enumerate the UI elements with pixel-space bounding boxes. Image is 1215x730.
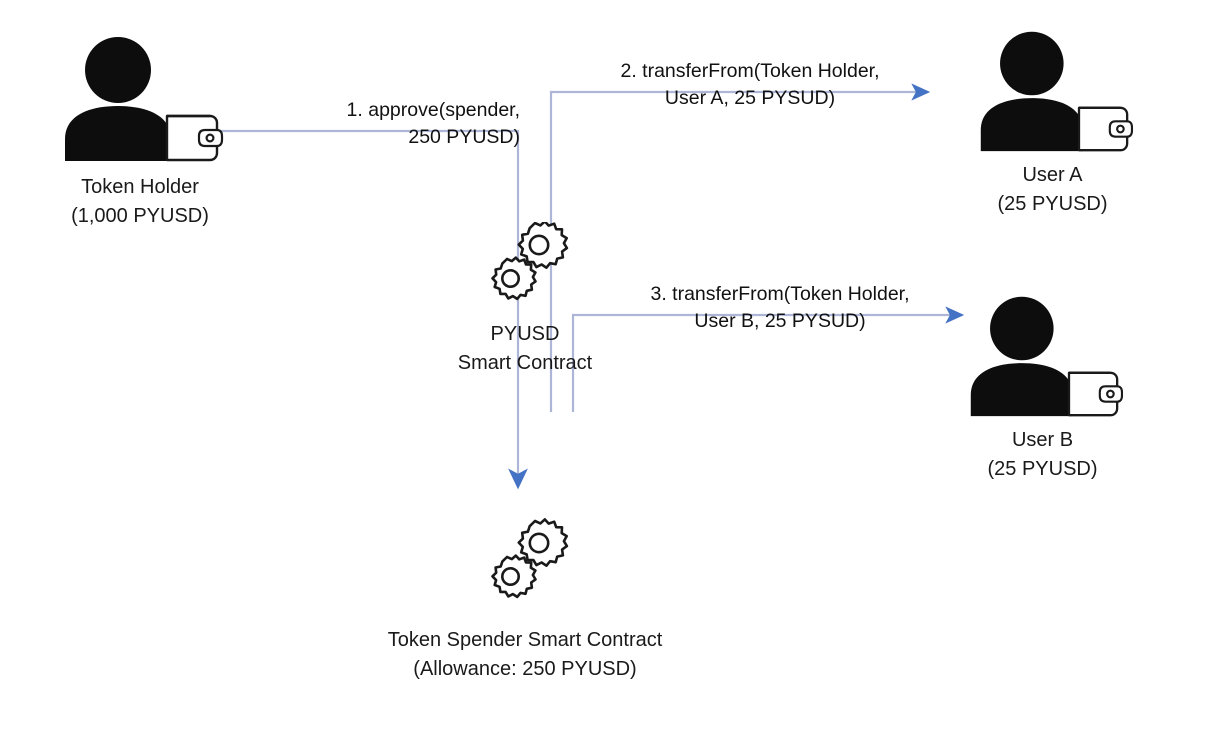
user-b-avatar [958, 290, 1128, 420]
wallet-icon [1077, 106, 1133, 152]
user-a-label-line2: (25 PYUSD) [997, 193, 1108, 215]
node-token-holder[interactable]: Token Holder (1,000 PYUSD) [35, 30, 245, 231]
wallet-icon [165, 114, 224, 162]
user-b-label: User B (25 PYUSD) [935, 426, 1150, 484]
edge-label-step3-line2: User B, 25 PYSUD) [694, 310, 866, 332]
gear-small-icon [491, 554, 537, 599]
user-a-label: User A (25 PYUSD) [945, 161, 1160, 219]
edge-label-step3: 3. transferFrom(Token Holder, User B, 25… [600, 281, 960, 335]
pyusd-contract-label-line1: PYUSD [490, 323, 560, 345]
pyusd-contract-gears [477, 220, 573, 314]
user-a-label-line1: User A [1022, 164, 1083, 186]
user-b-label-line2: (25 PYUSD) [987, 458, 1098, 480]
node-user-a[interactable]: User A (25 PYUSD) [945, 25, 1160, 219]
edge-label-step3-line1: 3. transferFrom(Token Holder, [650, 283, 910, 305]
token-holder-label-line1: Token Holder [81, 176, 199, 198]
edge-label-step2-line1: 2. transferFrom(Token Holder, [620, 60, 880, 82]
edge-label-step2: 2. transferFrom(Token Holder, User A, 25… [570, 58, 930, 112]
gears-icon [491, 518, 569, 599]
person-with-wallet-icon [980, 31, 1133, 152]
pyusd-contract-label-line2: Smart Contract [457, 352, 593, 374]
user-b-label-line1: User B [1011, 429, 1074, 451]
user-a-avatar [968, 25, 1138, 155]
person-with-wallet-icon [65, 37, 224, 162]
token-holder-avatar [55, 30, 225, 165]
spender-contract-label-line2: (Allowance: 250 PYUSD) [413, 658, 637, 680]
node-user-b[interactable]: User B (25 PYUSD) [935, 290, 1150, 484]
node-token-spender-smart-contract[interactable]: Token Spender Smart Contract (Allowance:… [340, 518, 710, 684]
edge-label-step1: 1. approve(spender, 250 PYUSD) [228, 97, 520, 151]
token-holder-label: Token Holder (1,000 PYUSD) [35, 173, 245, 231]
gear-large-icon [517, 220, 569, 269]
edge-label-step2-line2: User A, 25 PYSUD) [664, 87, 836, 109]
node-pyusd-smart-contract[interactable]: PYUSD Smart Contract [425, 220, 625, 378]
spender-contract-gears [477, 518, 573, 614]
person-with-wallet-icon [970, 296, 1123, 417]
gears-icon [491, 220, 569, 301]
spender-contract-label: Token Spender Smart Contract (Allowance:… [340, 626, 710, 684]
gear-large-icon [517, 518, 569, 567]
wallet-icon [1067, 371, 1123, 417]
token-holder-label-line2: (1,000 PYUSD) [71, 205, 209, 227]
pyusd-contract-label: PYUSD Smart Contract [425, 320, 625, 378]
edge-label-step1-line2: 250 PYUSD) [408, 126, 520, 148]
gear-small-icon [491, 256, 537, 301]
edge-label-step1-line1: 1. approve(spender, [346, 99, 520, 121]
spender-contract-label-line1: Token Spender Smart Contract [387, 629, 663, 651]
